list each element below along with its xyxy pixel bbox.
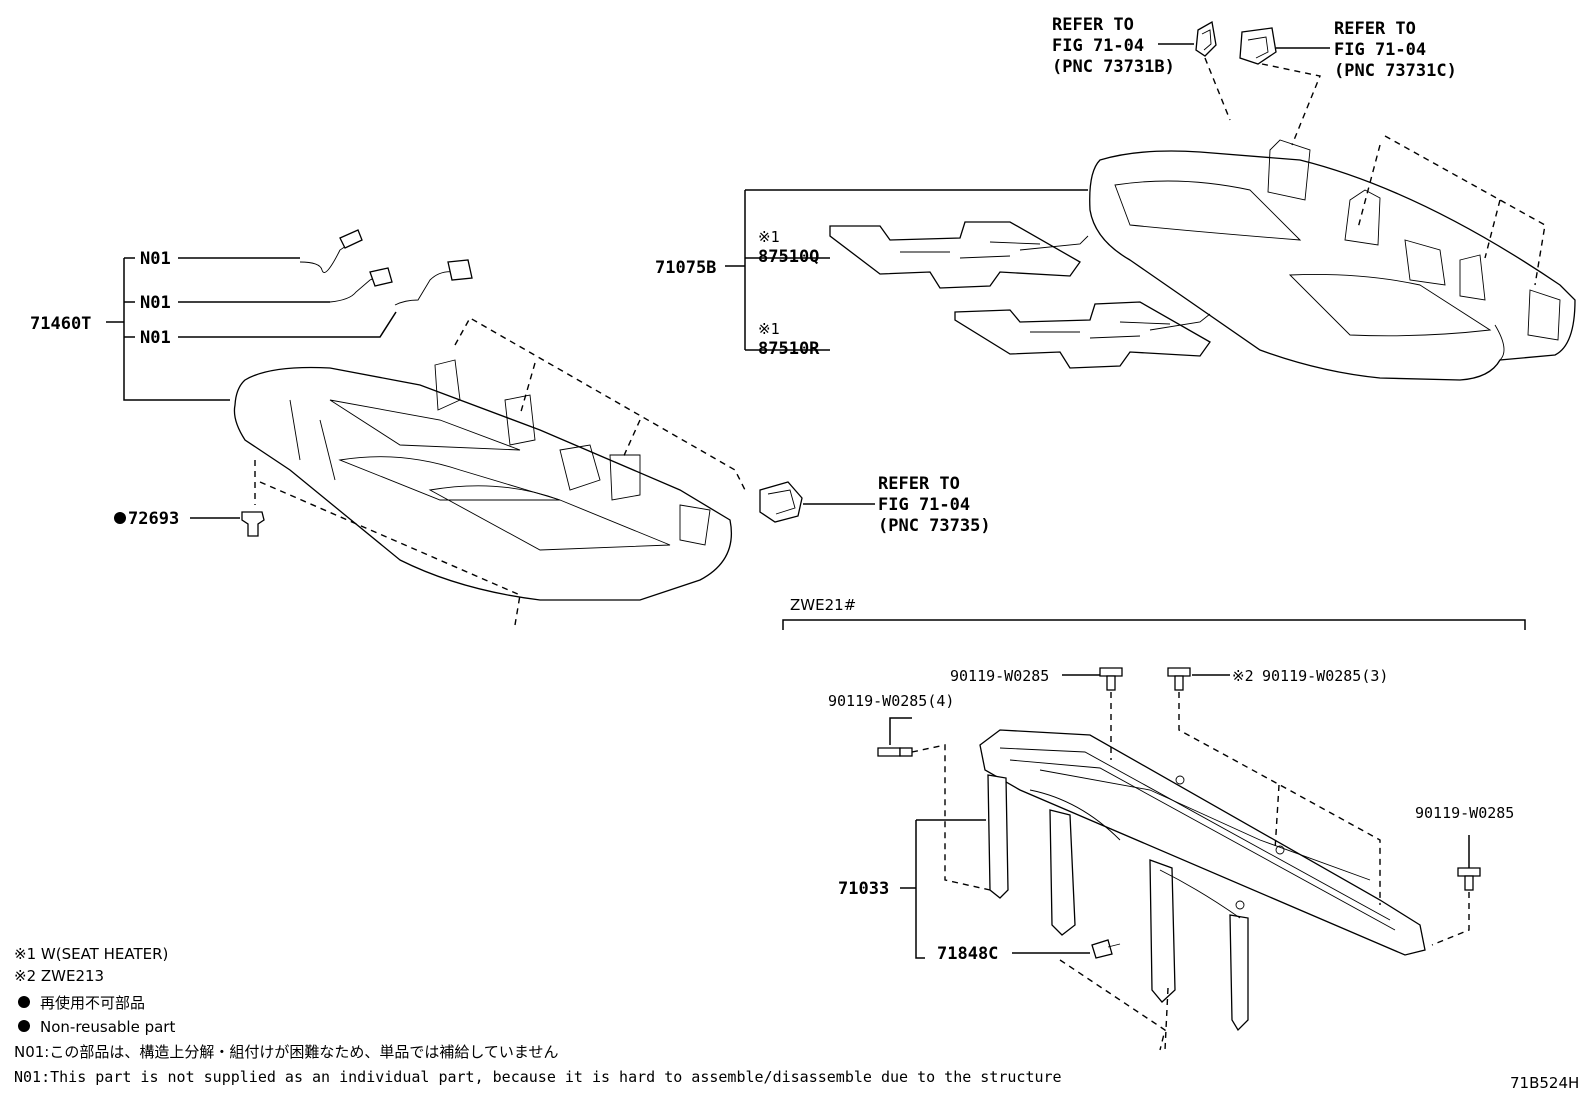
refer-label-73731b-2: FIG 71-04 [1052, 36, 1144, 56]
label-87510r: 87510R [758, 339, 820, 359]
refer-label-73735-1: REFER TO [878, 474, 960, 494]
label-zwe21: ZWE21# [790, 596, 856, 614]
bracket-zwe21 [782, 619, 1526, 630]
refer-label-73731c-1: REFER TO [1334, 19, 1416, 39]
refer-label-73731c-2: FIG 71-04 [1334, 40, 1426, 60]
dash-frame [911, 692, 1470, 1051]
legend-note-3: 再使用不可部品 [40, 994, 145, 1012]
clip-72693[interactable] [241, 511, 265, 537]
label-71848c: 71848C [937, 944, 998, 964]
non-reusable-dot-72693 [114, 512, 126, 524]
label-mark1-r: ※1 [758, 320, 780, 338]
label-n01-3: N01 [140, 328, 171, 348]
dash-seat-back [254, 317, 746, 626]
refer-label-73735-3: (PNC 73735) [878, 516, 991, 536]
refer-label-73731c-3: (PNC 73731C) [1334, 61, 1457, 81]
part-73735[interactable] [759, 481, 803, 523]
seat-frame-71033[interactable] [979, 729, 1426, 1032]
legend-dot-jp [18, 996, 30, 1008]
legend-note-4: Non-reusable part [40, 1018, 175, 1036]
seat-back-71460t[interactable] [233, 359, 732, 601]
label-bolt-a: 90119-W0285 [950, 667, 1049, 685]
legend-note-5: N01:この部品は、構造上分解・組付けが困難なため、単品では補給していません [14, 1043, 558, 1061]
label-71033: 71033 [838, 879, 889, 899]
label-mark1-q: ※1 [758, 228, 780, 246]
refer-label-73735-2: FIG 71-04 [878, 495, 970, 515]
seat-cushion-71075b[interactable] [1089, 139, 1576, 381]
bracket-71033 [900, 819, 986, 959]
bracket-71460t [106, 257, 230, 401]
bolt-a[interactable] [1099, 667, 1123, 691]
legend-note-1: ※1 W(SEAT HEATER) [14, 945, 168, 963]
seat-heater-87510r[interactable] [954, 301, 1211, 369]
harness-3[interactable] [394, 259, 473, 306]
label-72693: 72693 [128, 509, 179, 529]
label-bolt-b-mark: ※2 [1232, 667, 1254, 685]
legend-note-6: N01:This part is not supplied as an indi… [14, 1068, 1062, 1086]
harness-2[interactable] [329, 267, 393, 303]
figure-id: 71B524H [1510, 1074, 1579, 1092]
label-71075b: 71075B [655, 258, 716, 278]
bolt-d[interactable] [1457, 867, 1481, 891]
harness-1[interactable] [299, 229, 363, 273]
label-n01-2: N01 [140, 293, 171, 313]
legend-dot-en [18, 1020, 30, 1032]
label-bolt-d: 90119-W0285 [1415, 804, 1514, 822]
dash-cushion [1357, 135, 1546, 286]
label-bolt-c: 90119-W0285(4) [828, 692, 954, 710]
label-71460t: 71460T [30, 314, 91, 334]
leaders-bolts [889, 674, 1470, 868]
dash-clips [1204, 57, 1321, 146]
clip-73731c[interactable] [1239, 27, 1277, 65]
leaders-n01 [178, 257, 397, 338]
bolt-c[interactable] [877, 747, 913, 757]
clip-73731b[interactable] [1195, 20, 1217, 57]
label-n01-1: N01 [140, 249, 171, 269]
clip-71848c[interactable] [1091, 939, 1121, 959]
refer-label-73731b-3: (PNC 73731B) [1052, 57, 1175, 77]
legend-note-2: ※2 ZWE213 [14, 967, 104, 985]
label-87510q: 87510Q [758, 247, 819, 267]
seat-heater-87510q[interactable] [829, 221, 1089, 289]
bracket-71075b [725, 189, 1088, 351]
bolt-b[interactable] [1167, 667, 1191, 691]
label-bolt-b: 90119-W0285(3) [1262, 667, 1388, 685]
refer-label-73731b-1: REFER TO [1052, 15, 1134, 35]
